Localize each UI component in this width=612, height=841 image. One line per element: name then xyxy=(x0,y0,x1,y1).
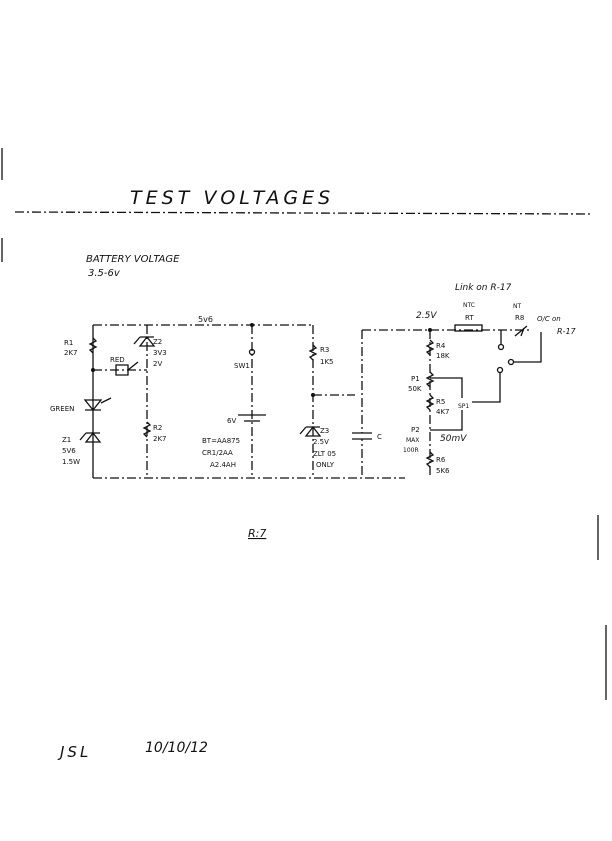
rt-label: RT xyxy=(465,314,474,322)
z2-zener xyxy=(133,335,156,347)
sp-label: SP1 xyxy=(458,403,469,410)
link-terminal xyxy=(497,343,505,351)
green-led-label: GREEN xyxy=(50,405,74,413)
z2-value: 3V3 xyxy=(153,349,167,357)
r5-label: R5 xyxy=(436,398,445,406)
wire xyxy=(430,377,463,398)
link-terminal xyxy=(507,358,515,366)
battery-type: CR1/2AA xyxy=(202,449,233,457)
link-note: Link on R-17 xyxy=(455,283,512,293)
r6-resistor xyxy=(425,451,435,468)
r1-resistor xyxy=(88,337,98,354)
wire xyxy=(472,372,501,403)
r4-value: 18K xyxy=(436,352,450,360)
r3-label: R3 xyxy=(320,346,329,354)
p1-pot xyxy=(425,371,435,388)
r2-value: 2K7 xyxy=(153,435,167,443)
r1-value: 2K7 xyxy=(64,349,78,357)
p1-value: 50K xyxy=(408,385,422,393)
page-title: TEST VOLTAGES xyxy=(130,187,334,209)
r6-label: R6 xyxy=(436,456,446,464)
r2-label: R2 xyxy=(153,424,162,432)
battery-bt: BT=AA875 xyxy=(202,437,240,445)
p2-value: 100R xyxy=(403,447,419,454)
link-terminal xyxy=(496,366,504,374)
z3-note: ONLY xyxy=(316,461,335,469)
battery-capacity: A2.4AH xyxy=(210,461,236,469)
z2-note: 2V xyxy=(153,360,162,368)
rt-note: NTC xyxy=(463,302,475,309)
capacitor-label: C xyxy=(377,433,382,441)
wire xyxy=(513,332,542,363)
p2-label: P2 xyxy=(411,426,420,434)
divider-voltage: 2.5V xyxy=(416,311,437,321)
z1-value: 5V6 xyxy=(62,447,76,455)
reference-mark: R:7 xyxy=(248,527,266,540)
red-led xyxy=(115,361,139,376)
z1-zener xyxy=(79,431,102,443)
z1-label: Z1 xyxy=(62,436,71,444)
r5-value: 4K7 xyxy=(436,408,450,416)
oc-note: O/C on xyxy=(537,315,561,323)
z3-part: ZLT 05 xyxy=(313,450,336,458)
p2-note: MAX xyxy=(406,437,419,444)
z3-label: Z3 xyxy=(320,427,329,435)
r4-label: R4 xyxy=(436,342,446,350)
divider-line xyxy=(14,211,593,215)
rt-resistor xyxy=(454,324,483,332)
signature-date: 10/10/12 xyxy=(145,740,208,756)
signature-initials: JSL xyxy=(57,743,91,761)
rail-label: 5v6 xyxy=(198,315,213,324)
z3-value: 2.5V xyxy=(313,438,329,446)
r1-label: R1 xyxy=(64,339,73,347)
battery-cell: 6V xyxy=(227,417,236,425)
battery-voltage-range: 3.5-6v xyxy=(88,268,121,279)
r4-resistor xyxy=(425,339,435,356)
p1-label: P1 xyxy=(411,375,420,383)
z1-power: 1.5W xyxy=(62,458,80,466)
r5-resistor xyxy=(425,394,435,411)
output-voltage: 50mV xyxy=(440,434,467,444)
r3-value: 1K5 xyxy=(320,358,334,366)
r8-note: NT xyxy=(513,303,521,310)
green-led xyxy=(83,397,112,412)
junction xyxy=(250,323,254,327)
r8-label: R8 xyxy=(515,314,524,322)
z3-zener xyxy=(299,425,322,437)
oc-ref: R-17 xyxy=(557,327,577,336)
r8-resistor xyxy=(514,325,528,337)
z2-label: Z2 xyxy=(153,338,162,346)
switch-label: SW1 xyxy=(234,362,250,370)
r6-value: 5K6 xyxy=(436,467,450,475)
wire xyxy=(430,410,463,431)
r2-resistor xyxy=(142,421,152,438)
switch-contact xyxy=(248,348,256,356)
red-led-label: RED xyxy=(110,356,125,364)
r3-resistor xyxy=(308,344,318,361)
battery-voltage-label: BATTERY VOLTAGE xyxy=(86,254,180,265)
